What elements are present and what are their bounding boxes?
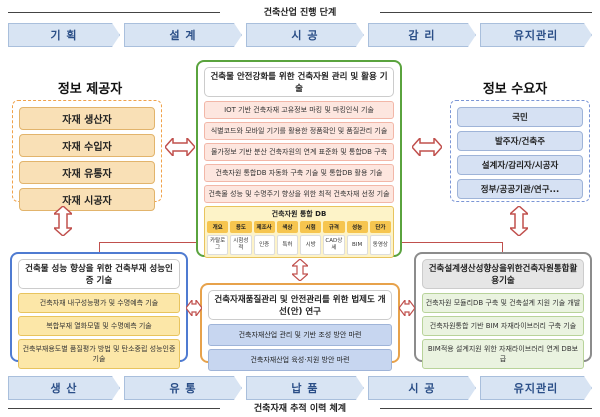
right-row: 건축자원 모듈리DB 구축 및 건축설계 지원 기술 개발 <box>422 293 584 313</box>
right-row: 건축자원통합 기반 BIM 자재라이브러리 구축 기술 <box>422 316 584 336</box>
connector-line <box>99 242 100 252</box>
center-row: 건축자원 통합DB 자동화 구축 기술 및 통합DB 활용 기술 <box>204 164 394 182</box>
db-cell: CAD상세 <box>323 235 345 255</box>
provider-item: 자재 시공자 <box>19 188 155 211</box>
center-row: 물가정보 기반 분산 건축자원의 연계 표준화 및 통합DB 구축 <box>204 143 394 161</box>
center-panel: 건축물 안전강화를 위한 건축자원 관리 및 활용 기술 IOT 기반 건축자재… <box>196 60 402 258</box>
left-row: 복합부재 열화모델 및 수명예측 기술 <box>18 316 180 336</box>
right-panel: 건축설계생산성향상을위한건축자원통합활용기술 건축자원 모듈리DB 구축 및 건… <box>414 252 592 369</box>
mid-right-arrow <box>399 300 415 316</box>
db-cell: 개요 <box>207 221 229 233</box>
db-cell: 규격 <box>323 221 345 233</box>
left-row: 건축자재 내구성능평가 및 수명예측 기술 <box>18 293 180 313</box>
mid-row: 건축자재산업 관리 및 기반 조성 방안 마련 <box>208 324 392 346</box>
bottom-stage-0: 생 산 <box>8 376 120 400</box>
bottom-stage-3: 시 공 <box>368 376 476 400</box>
bottom-stage-bar: 생 산 유 통 납 품 시 공 유지관리 <box>8 376 592 400</box>
db-top-row: 개요 용도 제조사 색상 시험 규격 성능 단가 <box>207 221 391 233</box>
db-cell: 시험성적 <box>230 235 252 255</box>
top-stage-4: 유지관리 <box>480 23 592 47</box>
consumer-item: 정부/공공기관/연구... <box>457 179 583 199</box>
center-row: 건축물 성능 및 수명주기 향상을 위한 최적 건축자재 선정 기술 <box>204 185 394 203</box>
top-header-title: 건축산업 진행 단계 <box>220 5 380 18</box>
center-mid-arrow <box>292 259 308 281</box>
connector-line <box>99 242 196 243</box>
top-stage-2: 시 공 <box>246 23 364 47</box>
top-stage-1: 설 계 <box>124 23 242 47</box>
bottom-stage-1: 유 통 <box>124 376 242 400</box>
provider-title: 정보 제공자 <box>57 82 123 97</box>
provider-left-arrow <box>54 206 72 236</box>
db-cell: 시방 <box>300 235 322 255</box>
mid-panel: 건축자재품질관리 및 안전관리를 위한 법제도 개선(안) 연구 건축자재산업 … <box>200 283 400 371</box>
top-stage-bar: 기 획 설 계 시 공 감 리 유지관리 <box>8 23 592 47</box>
connector-line <box>402 242 503 243</box>
top-stage-3: 감 리 <box>368 23 476 47</box>
provider-box: 자재 생산자 자재 수입자 자재 유통자 자재 시공자 <box>12 100 162 211</box>
bottom-header-title: 건축자재 추적 이력 체계 <box>220 401 380 414</box>
consumer-right-arrow <box>510 206 528 236</box>
left-row: 건축부재용도별 품질평가 방법 및 탄소중립 성능인증 기술 <box>18 339 180 369</box>
left-panel: 건축물 성능 향상을 위한 건축부재 성능인증 기술 건축자재 내구성능평가 및… <box>10 252 188 369</box>
db-cell: 색상 <box>276 221 298 233</box>
db-cell: 시험 <box>300 221 322 233</box>
provider-center-arrow <box>165 138 195 156</box>
db-cell: 카탈로그 <box>207 235 229 255</box>
db-bottom-row: 카탈로그 시험성적 인증 특허 시방 CAD상세 BIM 동영상 <box>207 235 391 255</box>
bottom-stage-4: 유지관리 <box>480 376 592 400</box>
provider-item: 자재 수입자 <box>19 134 155 157</box>
center-consumer-arrow <box>412 138 442 156</box>
left-mid-arrow <box>186 300 202 316</box>
provider-item: 자재 생산자 <box>19 107 155 130</box>
consumer-item: 국민 <box>457 107 583 127</box>
db-cell: 인증 <box>253 235 275 255</box>
db-cell: 단가 <box>369 221 391 233</box>
bottom-stage-2: 납 품 <box>246 376 364 400</box>
left-panel-title: 건축물 성능 향상을 위한 건축부재 성능인증 기술 <box>18 259 180 289</box>
db-cell: 용도 <box>230 221 252 233</box>
integrated-db: 건축자원 통합 DB 개요 용도 제조사 색상 시험 규격 성능 단가 카탈로그… <box>204 206 394 258</box>
top-stage-0: 기 획 <box>8 23 120 47</box>
db-cell: 제조사 <box>253 221 275 233</box>
center-row: IOT 기반 건축자재 고유정보 마킹 및 마킹인식 기술 <box>204 101 394 119</box>
db-cell: 특허 <box>276 235 298 255</box>
consumer-item: 발주자/건축주 <box>457 131 583 151</box>
mid-panel-title: 건축자재품질관리 및 안전관리를 위한 법제도 개선(안) 연구 <box>208 290 392 320</box>
consumer-title: 정보 수요자 <box>482 82 548 97</box>
provider-item: 자재 유통자 <box>19 161 155 184</box>
center-row: 식별코드와 모바일 기기를 활용한 정품확인 및 품질관리 기술 <box>204 122 394 140</box>
right-row: BIM적용 설계지원 위한 자재라이브러리 연계 DB보급 <box>422 339 584 369</box>
mid-row: 건축자재산업 육성·지원 방안 마련 <box>208 349 392 371</box>
db-cell: 성능 <box>346 221 368 233</box>
db-cell: BIM <box>346 235 368 255</box>
db-title: 건축자원 통합 DB <box>271 210 327 218</box>
connector-line <box>502 242 503 252</box>
center-panel-title: 건축물 안전강화를 위한 건축자원 관리 및 활용 기술 <box>204 67 394 97</box>
consumer-item: 설계자/감리자/시공자 <box>457 155 583 175</box>
right-panel-title: 건축설계생산성향상을위한건축자원통합활용기술 <box>422 259 584 289</box>
db-cell: 동영상 <box>369 235 391 255</box>
consumer-box: 국민 발주자/건축주 설계자/감리자/시공자 정부/공공기관/연구... <box>450 100 590 202</box>
